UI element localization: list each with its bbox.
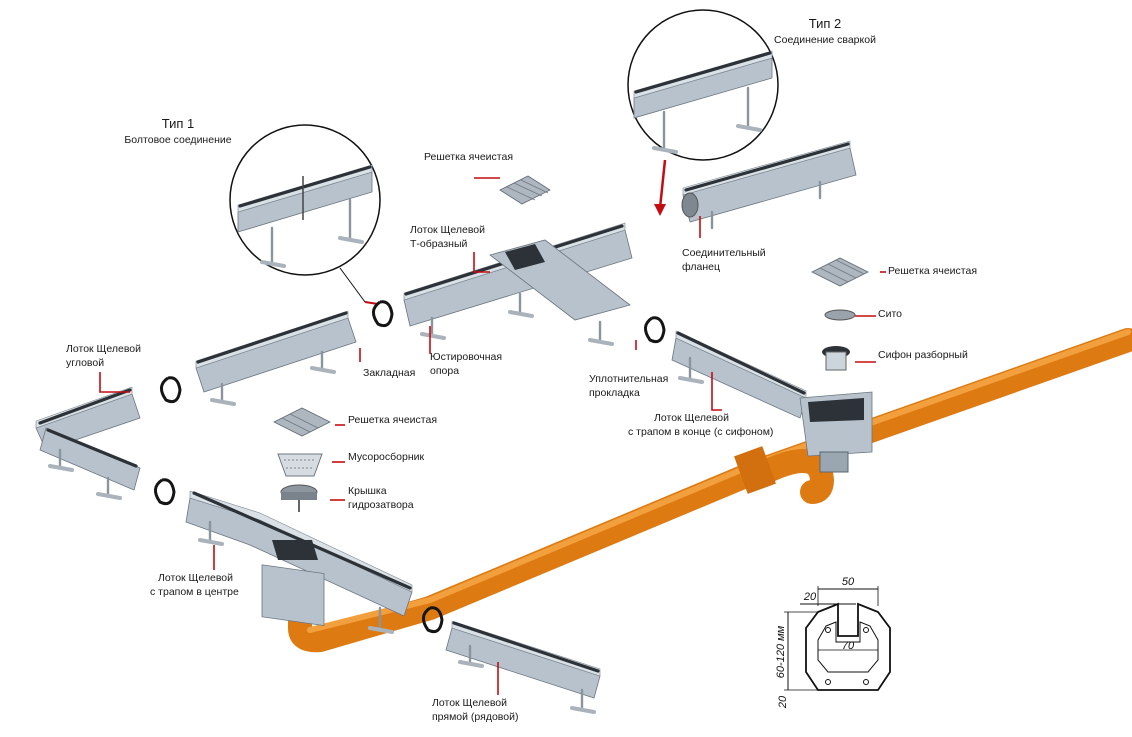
corner-label-line1: Лоток Щелевой (66, 343, 141, 355)
grate-top-part (499, 175, 551, 205)
debris-label: Мусоросборник (348, 451, 424, 463)
channel-with-embed (195, 310, 357, 406)
cross-section-drawing (784, 586, 891, 691)
gasket-label-line2: прокладка (589, 387, 640, 399)
channel-t-shaped (403, 222, 633, 346)
channel-end-drain (671, 330, 873, 473)
tshaped-label-line2: Т-образный (410, 238, 467, 250)
flange-label-line2: фланец (682, 261, 720, 273)
flange-label-line1: Соединительный (682, 247, 766, 259)
straight-label-line2: прямой (рядовой) (432, 711, 518, 723)
leader-lines (99, 177, 886, 695)
corner-label-line2: угловой (66, 357, 104, 369)
siphon-label: Сифон разборный (878, 349, 968, 361)
type2-title: Тип 2 (809, 16, 842, 31)
straight-label-line1: Лоток Щелевой (432, 697, 507, 709)
end-drain-label-line2: с трапом в конце (с сифоном) (628, 426, 773, 438)
gasket-label-line1: Уплотнительная (589, 373, 668, 385)
grate-right-part (811, 257, 869, 287)
end-drain-label-line1: Лоток Щелевой (654, 412, 729, 424)
center-drain-label-line2: с трапом в центре (150, 586, 239, 598)
embedded-label: Закладная (363, 367, 415, 379)
channel-straight (445, 620, 601, 714)
type1-title: Тип 1 (162, 116, 195, 131)
center-drain-label-line1: Лоток Щелевой (158, 572, 233, 584)
support-label-line1: Юстировочная (430, 351, 502, 363)
grate-right-label: Решетка ячеистая (888, 265, 977, 277)
support-label-line2: опора (430, 365, 459, 377)
type1-subtitle: Болтовое соединение (124, 134, 231, 146)
grate-top-label: Решетка ячеистая (424, 151, 513, 163)
grate-mid-label: Решетка ячеистая (348, 414, 437, 426)
channel-flange (681, 140, 857, 230)
grate-mid-part (273, 407, 331, 437)
tshaped-label-line1: Лоток Щелевой (410, 224, 485, 236)
debris-basket-part (277, 453, 323, 477)
trap-lid-part (280, 484, 318, 512)
type1-detail (229, 124, 381, 305)
channel-corner (35, 386, 141, 500)
channel-center-drain (185, 490, 413, 634)
type2-subtitle: Соединение сваркой (774, 34, 876, 46)
dimension-base: 20 (777, 695, 789, 709)
dimension-slot-width: 20 (803, 591, 817, 603)
dimension-top-width: 50 (842, 576, 855, 588)
sieve-label: Сито (878, 308, 902, 320)
siphon-part (822, 346, 850, 371)
lid-label-line2: гидрозатвора (348, 499, 414, 511)
sieve-part (824, 309, 856, 321)
dimension-height: 60-120 мм (775, 625, 787, 678)
type2-detail (627, 9, 779, 216)
dimension-inner-width: 70 (842, 640, 855, 652)
gaskets (154, 300, 666, 634)
lid-label-line1: Крышка (348, 485, 387, 497)
drain-pipe (288, 328, 1132, 653)
